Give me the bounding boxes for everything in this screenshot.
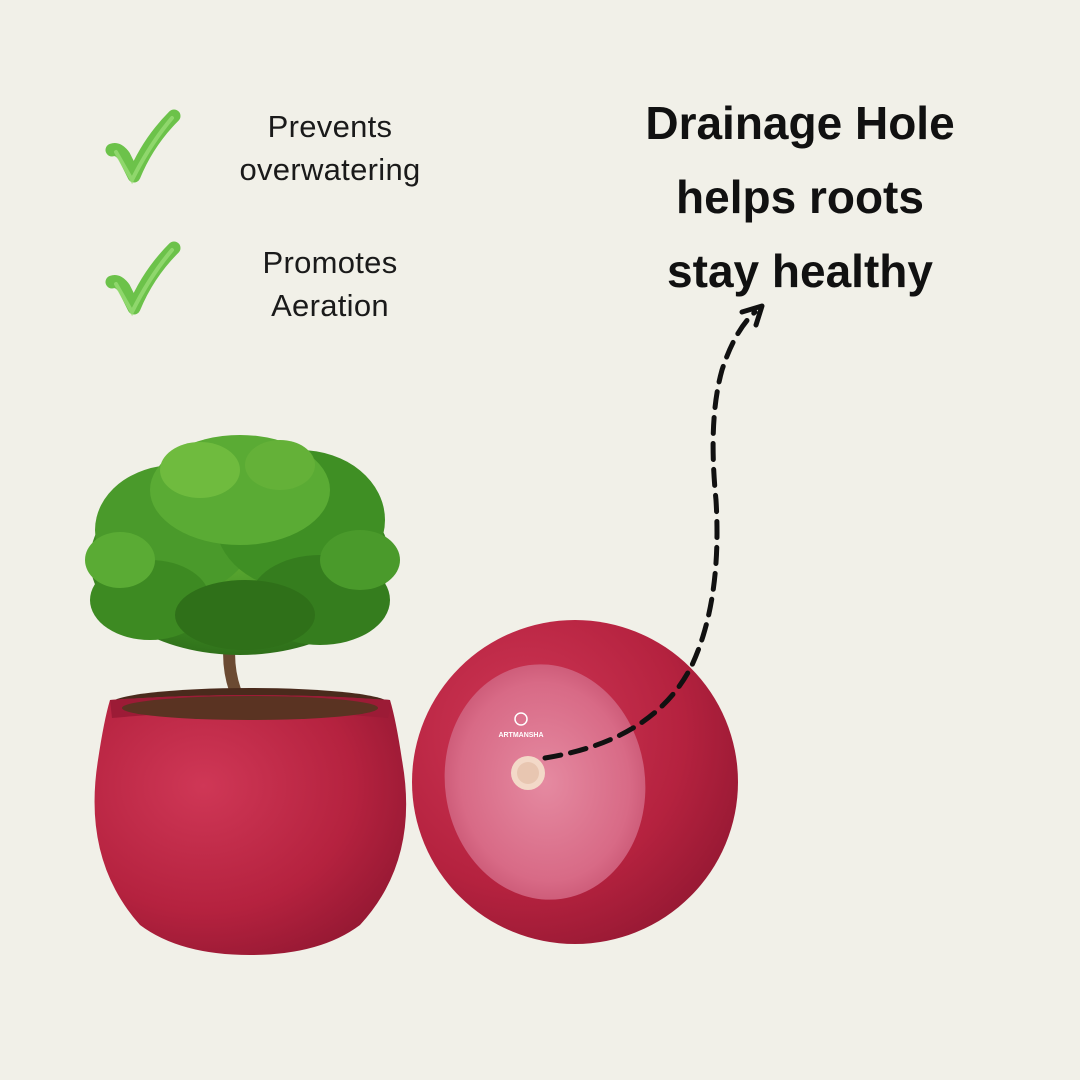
headline: Drainage Hole helps roots stay healthy (600, 86, 1000, 308)
benefit-line: Prevents (267, 109, 393, 144)
headline-line: stay healthy (667, 245, 933, 297)
headline-line: Drainage Hole (645, 97, 955, 149)
benefit-promotes-aeration: Promotes Aeration (210, 241, 450, 327)
brand-logo: ARTMANSHA (498, 712, 544, 739)
dashed-arrow (542, 303, 765, 761)
tilted-pot: ARTMANSHA (412, 620, 738, 944)
bonsai-plant (85, 435, 400, 696)
benefit-line: Promotes (262, 245, 398, 280)
checkmark-icon (105, 109, 181, 185)
headline-line: helps roots (676, 171, 924, 223)
checkmark-icon (105, 241, 181, 317)
benefit-line: overwatering (239, 152, 421, 187)
benefit-prevents-overwatering: Prevents overwatering (210, 105, 450, 191)
upright-pot (94, 688, 407, 955)
benefit-line: Aeration (271, 288, 389, 323)
brand-logo-text: ARTMANSHA (498, 732, 543, 739)
